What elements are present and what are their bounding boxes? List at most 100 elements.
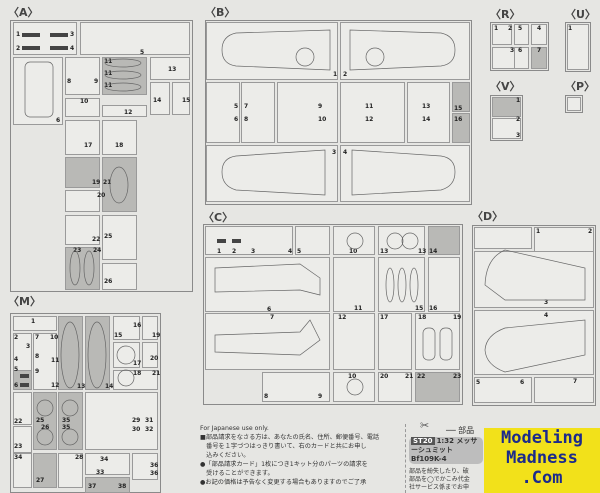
- part-number-label: 4: [14, 356, 19, 363]
- sprue-cell: [65, 57, 100, 95]
- sprue-cell: [474, 227, 532, 249]
- part-number-label: 3: [251, 248, 256, 255]
- sprue-frame-c: [203, 224, 463, 405]
- part-number-label: 32: [145, 426, 154, 433]
- sprue-frame-r: [490, 22, 549, 71]
- part-number-label: 35: [62, 424, 71, 431]
- part-number-label: 10: [50, 334, 59, 341]
- sprue-frame-u: [565, 22, 591, 72]
- part-number-label: 7: [270, 314, 275, 321]
- part-number-label: 23: [14, 443, 23, 450]
- part-number-label: 1: [16, 31, 21, 38]
- part-number-label: 10: [80, 98, 89, 105]
- sprue-cell: [277, 82, 338, 143]
- part-number-label: 5: [234, 103, 239, 110]
- part-number-label: 10: [348, 373, 357, 380]
- sprue-frame-a: [10, 20, 193, 292]
- part-number-label: 18: [133, 370, 142, 377]
- sprue-cell: [102, 105, 147, 117]
- part-number-label: 2: [588, 228, 593, 235]
- part-number-label: 6: [518, 47, 523, 54]
- part-number-label: 4: [544, 312, 549, 319]
- part-number-label: 19: [453, 314, 462, 321]
- notice-line: 込みください。: [200, 452, 250, 459]
- part-number-label: 25: [104, 233, 113, 240]
- sprue-cell: [492, 24, 512, 45]
- part-number-label: 6: [234, 116, 239, 123]
- part-number-label: 9: [94, 78, 99, 85]
- part-number-label: 33: [96, 469, 105, 476]
- sprue-cell: [452, 113, 470, 143]
- part-number-label: 19: [92, 179, 101, 186]
- sprue-cell: [514, 47, 529, 69]
- section-title-a: 〈A〉: [8, 6, 39, 19]
- sprue-cell: [58, 453, 83, 488]
- part-number-label: 11: [354, 305, 363, 312]
- part-number-label: 20: [97, 192, 106, 199]
- section-title-p: 〈P〉: [565, 80, 596, 93]
- sprue-cell: [428, 226, 460, 255]
- sprue-cell: [514, 24, 529, 45]
- part-number-label: 17: [133, 360, 142, 367]
- part-number-label: 5: [14, 366, 19, 373]
- sprue-cell: [85, 392, 158, 450]
- part-number-label: 10: [318, 116, 327, 123]
- part-number-label: 9: [318, 103, 323, 110]
- sprue-cell: [531, 24, 547, 45]
- part-number-label: 28: [75, 454, 84, 461]
- sprue-cell: [340, 22, 470, 80]
- sprue-cell: [474, 377, 532, 403]
- part-number-label: 38: [118, 483, 127, 490]
- sprue-cell: [295, 226, 330, 255]
- part-number-label: 20: [380, 373, 389, 380]
- sprue-cell: [262, 372, 330, 402]
- card-heading: ── 部品: [446, 426, 475, 435]
- sprue-cell: [415, 372, 460, 402]
- part-number-label: 12: [51, 382, 60, 389]
- part-number-label: 11: [104, 70, 113, 77]
- section-title-c: 〈C〉: [203, 211, 234, 224]
- sprue-cell: [85, 316, 110, 390]
- sprue-cell: [205, 257, 330, 312]
- part-number-label: 15: [415, 305, 424, 312]
- section-title-b: 〈B〉: [205, 6, 236, 19]
- sprue-cell: [65, 190, 100, 212]
- part-number-label: 22: [417, 373, 426, 380]
- sprue-cell: [206, 82, 240, 143]
- sprue-cell: [13, 426, 32, 453]
- sprue-cell: [85, 453, 130, 475]
- sprue-frame-b: [205, 20, 472, 205]
- part-number-label: 11: [365, 103, 374, 110]
- sprue-frame-p: [565, 95, 583, 113]
- part-number-label: 35: [62, 417, 71, 424]
- part-number-label: 7: [537, 47, 542, 54]
- sprue-cell: [13, 392, 32, 425]
- sprue-cell: [150, 82, 170, 115]
- part-number-label: 4: [343, 149, 348, 156]
- part-number-label: 6: [14, 382, 19, 389]
- sprue-cell: [65, 157, 100, 188]
- part-number-label: 4: [537, 25, 542, 32]
- sprue-cell: [65, 120, 100, 155]
- sprue-cell: [80, 22, 190, 55]
- part-number-label: 2: [16, 45, 21, 52]
- part-number-label: 18: [418, 314, 427, 321]
- part-number-label: 25: [36, 417, 45, 424]
- sprue-cell: [241, 82, 275, 143]
- sprue-cell: [102, 215, 137, 260]
- parts-request-notice: For Japanese use only. ■部品請求をなさる方は、あなたの氏…: [200, 424, 400, 487]
- sprue-cell: [340, 145, 470, 202]
- part-number-label: 17: [380, 314, 389, 321]
- part-number-label: 5: [476, 379, 481, 386]
- part-number-label: 2: [343, 71, 348, 78]
- part-number-label: 21: [405, 373, 414, 380]
- part-number-label: 5: [297, 248, 302, 255]
- part-number-label: 34: [14, 454, 23, 461]
- part-number-label: 1: [217, 248, 222, 255]
- sprue-cell: [13, 22, 77, 55]
- sprue-cell: [65, 98, 100, 117]
- card-body: 部品を紛失したり、破 部品を◯でかこみ代金 社サービス係までお申: [409, 468, 483, 492]
- card-line: 社サービス係までお申: [409, 484, 470, 491]
- sprue-cell: [150, 57, 190, 80]
- watermark-line: .Com: [521, 468, 563, 488]
